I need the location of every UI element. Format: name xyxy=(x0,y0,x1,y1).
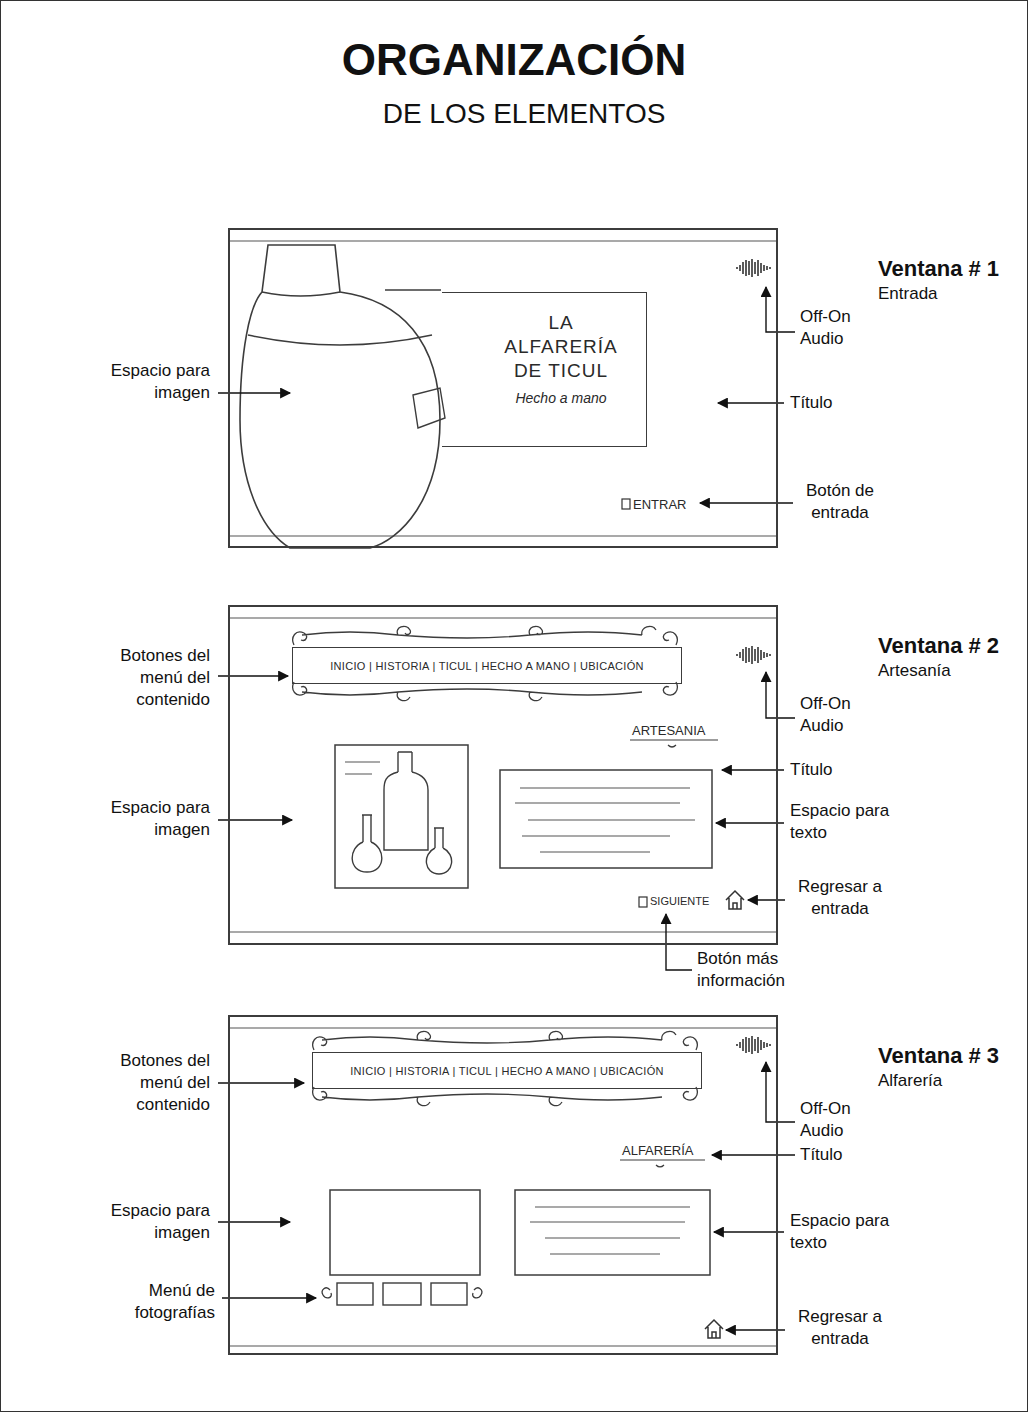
image-placeholder xyxy=(335,745,468,888)
sketch-title: LA ALFARERÍA DE TICUL xyxy=(500,311,622,383)
checkbox xyxy=(622,499,630,509)
window-subheading: Alfarería xyxy=(878,1071,942,1091)
title-underline xyxy=(630,740,718,747)
leader-arrow xyxy=(748,899,785,900)
callout-label: Título xyxy=(800,1144,880,1166)
callout-label: Botones del menú del contenido xyxy=(90,645,210,711)
leader-arrow xyxy=(766,287,795,332)
button-text: SIGUIENTE xyxy=(650,894,709,909)
menu-bar: INICIO | HISTORIA | TICUL | HECHO A MANO… xyxy=(292,647,682,684)
vase-drawing xyxy=(240,245,440,548)
callout-label: Botón de entrada xyxy=(798,480,882,524)
image-placeholder xyxy=(330,1190,480,1275)
leader-arrow xyxy=(766,672,795,718)
leader-arrow xyxy=(718,402,784,403)
window-frame: Ventana # 2ArtesaníaINICIO | HISTORIA | … xyxy=(228,605,778,945)
leader-arrow xyxy=(700,502,793,503)
button-text: ENTRAR xyxy=(633,496,686,513)
menu-items: INICIO | HISTORIA | TICUL | HECHO A MANO… xyxy=(350,1065,664,1077)
leader-arrow xyxy=(666,914,692,970)
menu-ornament xyxy=(293,626,678,700)
vase-band xyxy=(248,292,432,345)
sketch-heading: ARTESANIA xyxy=(632,722,705,739)
home-icon xyxy=(726,891,744,909)
home-icon xyxy=(705,1320,723,1338)
callout-label: Botón más información xyxy=(697,948,807,992)
audio-icon xyxy=(737,646,770,664)
scroll-arrow xyxy=(322,1288,482,1298)
sketch-stroke xyxy=(345,762,380,774)
vase-handle xyxy=(413,388,445,428)
leader-arrow xyxy=(766,1062,795,1122)
window-heading: Ventana # 2 xyxy=(878,633,999,659)
callout-label: Título xyxy=(790,392,870,414)
frame-line xyxy=(228,618,778,932)
leader-arrow xyxy=(222,1297,316,1298)
window-subheading: Artesanía xyxy=(878,661,951,681)
sketch-heading: ALFARERÍA xyxy=(622,1142,694,1159)
window-subheading: Entrada xyxy=(878,284,938,304)
leader-arrow xyxy=(218,1082,304,1083)
menu-bar: INICIO | HISTORIA | TICUL | HECHO A MANO… xyxy=(312,1052,702,1089)
callout-label: Espacio para imagen xyxy=(100,1200,210,1244)
callout-label: Off-On Audio xyxy=(800,306,880,350)
page-title: ORGANIZACIÓN xyxy=(0,34,1028,86)
callout-label: Espacio para imagen xyxy=(100,797,210,841)
callout-label: Regresar a entrada xyxy=(790,1306,890,1350)
sketch-subtitle: Hecho a mano xyxy=(515,389,606,407)
callout-label: Off-On Audio xyxy=(800,1098,880,1142)
callout-label: Título xyxy=(790,759,870,781)
subtitle: DE LOS ELEMENTOS xyxy=(10,96,1028,132)
window-frame: Ventana # 1EntradaLA ALFARERÍA DE TICULH… xyxy=(228,228,778,548)
title-box-edge xyxy=(385,289,441,291)
thumbnail xyxy=(383,1283,421,1305)
audio-icon xyxy=(737,1036,770,1054)
menu-ornament xyxy=(313,1031,698,1105)
text-placeholder xyxy=(515,1190,710,1275)
thumbnail xyxy=(431,1283,467,1305)
text-lines xyxy=(530,1207,690,1254)
menu-items: INICIO | HISTORIA | TICUL | HECHO A MANO… xyxy=(330,660,644,672)
leader-arrow xyxy=(714,1231,784,1232)
title-box: LA ALFARERÍA DE TICUL Hecho a mano xyxy=(442,292,647,447)
vases-drawing xyxy=(352,752,451,874)
callout-label: Menú de fotografías xyxy=(105,1280,215,1324)
checkbox xyxy=(639,897,647,907)
callout-label: Espacio para texto xyxy=(790,800,900,844)
leader-arrow xyxy=(716,822,784,823)
callout-label: Botones del menú del contenido xyxy=(90,1050,210,1116)
thumbnail xyxy=(337,1283,373,1305)
leader-arrow xyxy=(712,1154,795,1155)
window-frame: Ventana # 3AlfareríaINICIO | HISTORIA | … xyxy=(228,1015,778,1355)
callout-label: Espacio para texto xyxy=(790,1210,900,1254)
text-lines xyxy=(515,788,695,852)
leader-arrow xyxy=(722,769,784,770)
title-underline xyxy=(620,1160,705,1167)
callout-label: Regresar a entrada xyxy=(790,876,890,920)
window-heading: Ventana # 1 xyxy=(878,256,999,282)
window-heading: Ventana # 3 xyxy=(878,1043,999,1069)
audio-icon xyxy=(737,259,770,277)
callout-label: Espacio para imagen xyxy=(100,360,210,404)
frame-line xyxy=(228,241,778,536)
callout-label: Off-On Audio xyxy=(800,693,880,737)
text-placeholder xyxy=(500,770,712,868)
